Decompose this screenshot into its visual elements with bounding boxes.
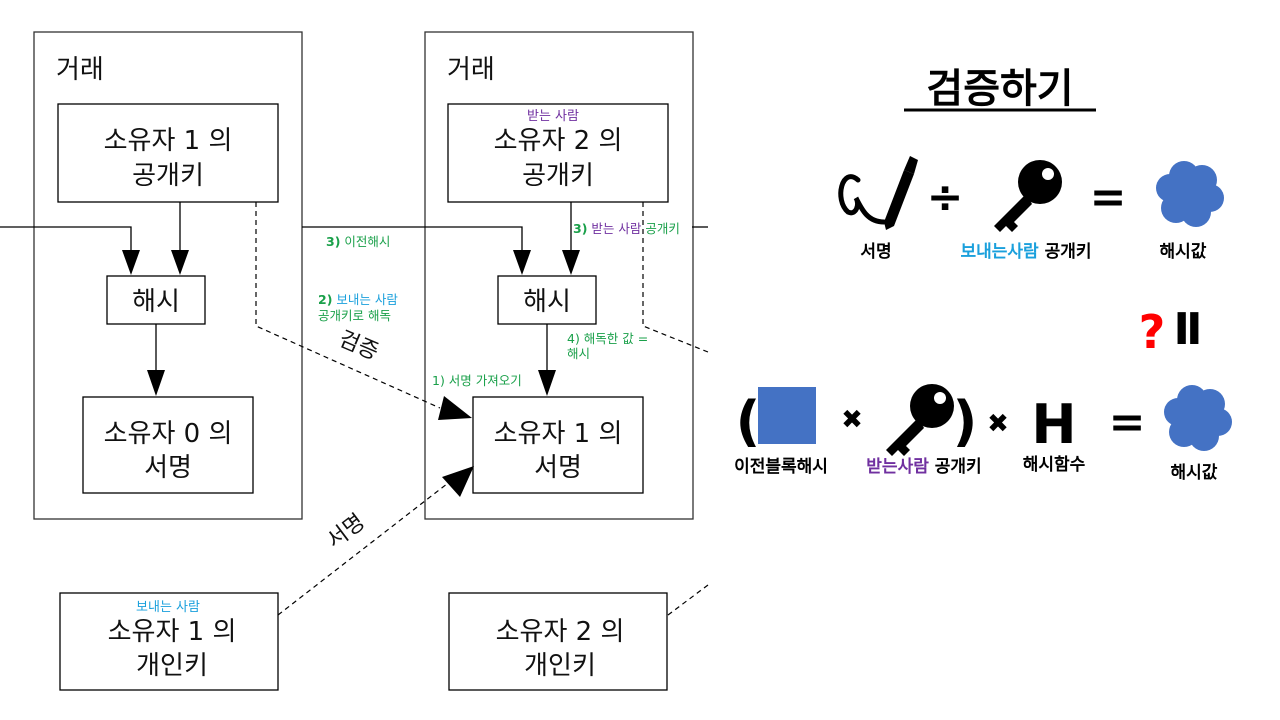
owner0-signature-line2: 서명	[144, 453, 192, 483]
sign-dashed-line	[277, 479, 453, 616]
owner1-public-key-box	[57, 103, 279, 203]
hash-cloud-icon	[1164, 385, 1232, 451]
owner0-signature-box	[82, 396, 254, 494]
owner2-public-key-box	[447, 103, 669, 203]
times-sign-2: ✖	[987, 409, 1009, 439]
hash-value-label-1: 해시값	[1160, 242, 1207, 262]
owner0-signature-line1: 소유자 0 의	[104, 419, 233, 449]
arrowhead	[538, 370, 556, 396]
owner2-private-key-box	[448, 592, 668, 691]
hash-cloud-icon	[1156, 161, 1224, 227]
owner1-signature-line1: 소유자 1 의	[494, 419, 623, 449]
arrowhead	[171, 250, 189, 275]
annotation-decrypted-value-line1: 4) 해독한 값 =	[567, 331, 648, 346]
annotation-decrypt-line2: 공개키로 해독	[318, 308, 391, 323]
tx1-hash-label: 해시	[132, 287, 180, 317]
owner2-public-key-line2: 공개키	[522, 161, 594, 191]
prev-block-square-icon	[758, 387, 816, 444]
comparison-check: ? Ⅱ	[1139, 304, 1203, 359]
receiver-tag: 받는 사람	[527, 109, 579, 124]
signature-label: 서명	[860, 242, 891, 262]
hash-value-label-2: 해시값	[1171, 463, 1218, 483]
parallel-equals-sign: Ⅱ	[1174, 304, 1203, 355]
arrowhead	[442, 466, 474, 497]
transaction-2-title: 거래	[447, 55, 495, 85]
question-mark: ?	[1139, 305, 1166, 359]
owner2-private-key-line2: 개인키	[524, 651, 596, 681]
owner1-private-key-line2: 개인키	[136, 651, 208, 681]
verify-title: 검증하기	[926, 66, 1073, 112]
prev-block-hash-label: 이전블록해시	[734, 457, 828, 477]
verify-diagonal-label: 검증	[335, 327, 382, 366]
close-paren: )	[953, 390, 978, 453]
tx2-hash-label: 해시	[523, 287, 571, 317]
owner1-signature-box	[472, 396, 644, 494]
sender-pubkey-label: 보내는사람 공개키	[960, 241, 1091, 262]
owner2-private-key: 소유자 2 의 개인키	[448, 592, 668, 691]
equation-2: ( ✖ ) ✖ H = 이전블록해시 받는사람 공개키 해시함수 해시값	[734, 384, 1232, 483]
key-icon	[886, 384, 954, 456]
open-paren: (	[736, 390, 761, 453]
owner1-signature-line2: 서명	[534, 453, 582, 483]
owner1-public-key-line2: 공개키	[132, 161, 204, 191]
transaction-1-title: 거래	[56, 55, 104, 85]
transaction-2-frame	[424, 31, 694, 520]
verify-panel: 검증하기 ÷ = 서명 보내는사람 공개키 해시값 ? Ⅱ (	[734, 66, 1232, 483]
owner1-public-key-line1: 소유자 1 의	[104, 126, 233, 156]
receiver-pubkey-label: 받는사람 공개키	[866, 456, 981, 477]
annotation-prev-hash: 3)이전해시	[326, 234, 390, 249]
hash-function-label: 해시함수	[1023, 454, 1086, 475]
arrowhead	[562, 250, 580, 275]
prev-hash-line	[302, 226, 523, 252]
annotation-decrypt-line1: 2)보내는 사람	[318, 292, 398, 307]
owner1-private-key-box	[59, 592, 279, 691]
owner1-private-key-line1: 소유자 1 의	[108, 617, 237, 647]
equals-sign-1: =	[1090, 172, 1127, 223]
hash-function-symbol: H	[1031, 393, 1076, 456]
transaction-1: 거래 소유자 1 의 공개키 해시 소유자 0 의 서명	[0, 31, 303, 520]
arrowhead	[513, 250, 531, 275]
owner1-private-key: 보내는 사람 소유자 1 의 개인키	[59, 592, 279, 691]
owner2-private-key-line1: 소유자 2 의	[496, 617, 625, 647]
owner2-public-key-line1: 소유자 2 의	[494, 126, 623, 156]
arrowhead	[438, 396, 472, 420]
signature-pen-icon	[838, 156, 918, 230]
equals-sign-2: =	[1109, 397, 1146, 448]
annotation-decrypted-value-line2: 해시	[567, 346, 590, 361]
divide-sign: ÷	[927, 172, 964, 223]
tx1-hash-box	[106, 275, 206, 325]
incoming-prev-hash-line	[0, 226, 132, 252]
key-icon	[994, 160, 1062, 232]
sender-tag: 보내는 사람	[136, 600, 200, 615]
transaction-2: 거래 받는 사람 소유자 2 의 공개키 해시 소유자 1 의 서명	[302, 31, 708, 520]
times-sign-1: ✖	[841, 405, 863, 435]
equation-1: ÷ = 서명 보내는사람 공개키 해시값	[838, 156, 1224, 262]
next-sign-dashed-line	[667, 584, 709, 616]
annotation-get-signature: 1) 서명 가져오기	[432, 373, 522, 388]
arrowhead	[122, 250, 140, 275]
sign-diagonal-label: 서명	[322, 510, 369, 554]
transaction-1-frame	[33, 31, 303, 520]
arrowhead	[147, 370, 165, 396]
